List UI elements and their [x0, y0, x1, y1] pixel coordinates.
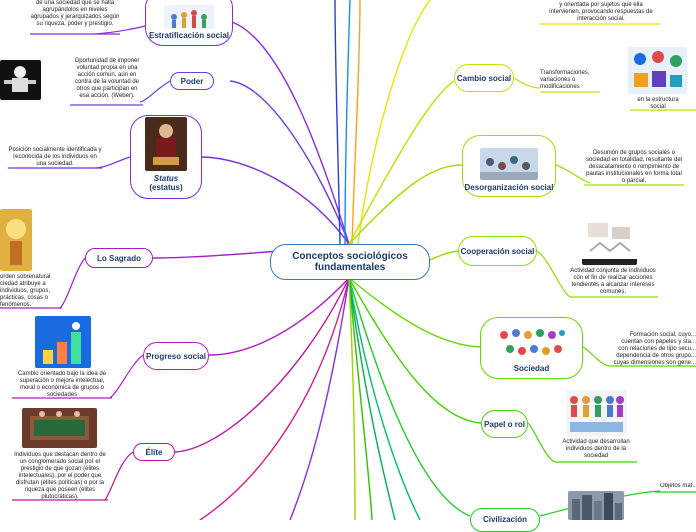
poder-label: Poder	[180, 76, 204, 86]
sagrado-image	[0, 209, 32, 271]
sociedad-description: Formación social, cuyo... cuentan con pa…	[613, 332, 696, 366]
papel-image	[566, 390, 627, 436]
poder-image	[0, 60, 41, 100]
cambio-image-caption: en la estructura social	[637, 97, 679, 110]
node-sagrado[interactable]: Lo Sagrado	[85, 248, 153, 268]
sociedad-image	[495, 325, 568, 361]
estratificacion-label: Estratificación social	[148, 31, 230, 40]
elite-description: Individuos que destacan dentro de un con…	[14, 452, 106, 500]
top-right-description: y orientada por sujetos que ella intervi…	[549, 2, 653, 22]
estratificacion-description: de una sociedad que se halla agrupándolo…	[30, 0, 120, 27]
central-topic[interactable]: Conceptos sociológicos fundamentales	[270, 244, 430, 280]
status-image	[145, 117, 187, 171]
node-desorganizacion[interactable]: Desorganización social	[462, 135, 556, 197]
node-status[interactable]: Status (estatus)	[130, 115, 202, 199]
progreso-label: Progreso social	[145, 351, 207, 361]
node-poder[interactable]: Poder	[170, 72, 214, 90]
cambio-description: Transformaciones, variaciones o modifica…	[540, 70, 590, 90]
cooperacion-label: Cooperación social	[460, 246, 535, 256]
node-sociedad[interactable]: Sociedad	[480, 317, 583, 379]
poder-description: Oportunidad de imponer voluntad propia e…	[74, 58, 140, 99]
estratificacion-image	[164, 5, 214, 29]
desorganizacion-image	[480, 148, 538, 180]
node-civilizacion[interactable]: Civilización	[470, 508, 540, 532]
cambio-image	[628, 47, 687, 94]
cambio-label: Cambio social	[456, 73, 512, 83]
progreso-description: Cambio orientado bajo la idea de superac…	[17, 371, 107, 398]
status-sublabel: (estatus)	[149, 183, 183, 192]
node-estratificacion[interactable]: Estratificación social	[145, 0, 233, 46]
node-elite[interactable]: Élite	[133, 443, 175, 461]
desorganizacion-label: Desorganización social	[464, 183, 554, 192]
civilizacion-image	[568, 491, 624, 520]
elite-image	[22, 408, 97, 448]
connector-lines	[0, 0, 696, 520]
node-cooperacion[interactable]: Cooperación social	[458, 236, 537, 266]
sociedad-label: Sociedad	[513, 364, 550, 373]
central-topic-label: Conceptos sociológicos fundamentales	[292, 251, 408, 273]
elite-label: Élite	[145, 447, 163, 457]
desorganizacion-description: Desunión de grupos sociales o sociedad e…	[585, 150, 683, 184]
cooperacion-description: Actividad conjunta de individuos con el …	[570, 268, 656, 295]
status-label: Status	[153, 174, 179, 183]
papel-description: Actividad que desarrollan individuos den…	[562, 439, 630, 459]
progreso-image	[35, 316, 91, 368]
node-cambio[interactable]: Cambio social	[454, 64, 514, 92]
sagrado-description: orden sobrenatural ciedad atribuye a ind…	[0, 274, 51, 308]
node-progreso[interactable]: Progreso social	[143, 342, 209, 370]
node-papel[interactable]: Papel o rol	[481, 410, 528, 438]
status-description: Posición socialmente identificada y reco…	[8, 147, 102, 167]
civilizacion-description: Objetos mat...	[660, 483, 696, 489]
cooperacion-image	[582, 215, 637, 265]
sagrado-label: Lo Sagrado	[96, 253, 141, 263]
papel-label: Papel o rol	[484, 419, 525, 429]
